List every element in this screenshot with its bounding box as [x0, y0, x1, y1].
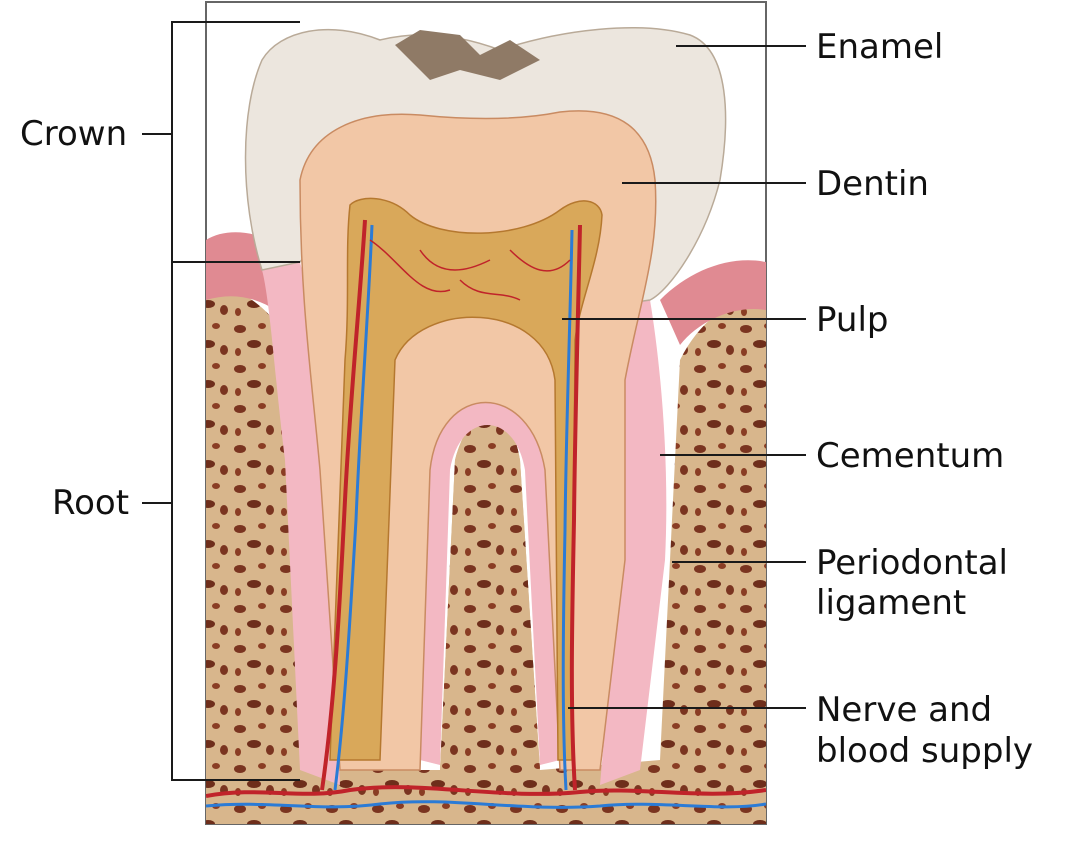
- crown-label: Crown: [20, 114, 128, 154]
- bottom-nerve-supply: [206, 800, 766, 809]
- bottom-blood-supply: [206, 785, 766, 798]
- pulp-label: Pulp: [816, 300, 889, 340]
- pulp: [329, 197, 603, 761]
- root-bracket: [171, 261, 300, 781]
- enamel-label: Enamel: [816, 27, 944, 67]
- nerve-left: [333, 224, 374, 791]
- occlusal-fissure: [395, 30, 540, 80]
- nerve-right: [561, 229, 574, 791]
- blood-vessel-right: [569, 224, 582, 791]
- periodontal-label-line2: ligament: [816, 583, 967, 623]
- blood-vessel-left: [320, 219, 367, 791]
- periodontal-ligament-inner: [420, 402, 560, 765]
- periodontal-label-line1: Periodontal: [816, 543, 1008, 583]
- gum-right: [660, 260, 766, 345]
- dentin-label: Dentin: [816, 164, 929, 204]
- nerve-label-line2: blood supply: [816, 731, 1034, 771]
- periodontal-ligament: [262, 262, 340, 785]
- nerve-label-line1: Nerve and: [816, 690, 993, 730]
- root-label: Root: [52, 483, 130, 523]
- pulp-capillaries: [369, 239, 571, 301]
- interradicular-bone: [440, 415, 540, 770]
- cementum-label: Cementum: [816, 436, 1005, 476]
- periodontal-ligament-right: [600, 300, 667, 785]
